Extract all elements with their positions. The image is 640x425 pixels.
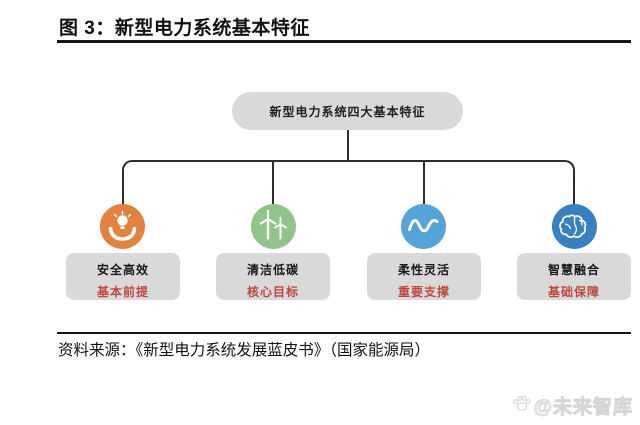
feature-box-clean-lowcarbon: 清洁低碳 核心目标: [216, 253, 330, 300]
feature-name: 清洁低碳: [246, 263, 299, 277]
watermark-text: @未来智库: [533, 397, 633, 419]
brain-icon: [552, 204, 597, 249]
hands-holding-bulb-icon: [100, 204, 145, 249]
source-divider: [57, 332, 631, 334]
wind-turbines-icon: [251, 204, 296, 249]
feature-role: 重要支撑: [397, 285, 450, 299]
paw-icon: [512, 393, 532, 418]
feature-box-smart-integration: 智慧融合 基础保障: [517, 253, 631, 300]
root-node: 新型电力系统四大基本特征: [232, 92, 463, 130]
root-node-label: 新型电力系统四大基本特征: [269, 104, 426, 119]
feature-role: 核心目标: [246, 285, 299, 299]
feature-box-flexible: 柔性灵活 重要支撑: [367, 253, 481, 300]
feature-name: 智慧融合: [547, 263, 600, 277]
sine-wave-icon: [401, 204, 446, 249]
feature-role: 基础保障: [547, 285, 600, 299]
source-text: 资料来源：《新型电力系统发展蓝皮书》（国家能源局）: [58, 342, 431, 359]
connector-root-stub: [347, 130, 349, 161]
feature-name: 柔性灵活: [397, 263, 450, 277]
connector-branch-frame: [122, 160, 575, 205]
connector-drop-3: [423, 160, 425, 205]
connector-drop-2: [272, 160, 274, 205]
figure-title: 图 3：新型电力系统基本特征: [59, 18, 310, 39]
title-divider: [57, 40, 631, 43]
watermark: @未来智库: [512, 392, 633, 419]
feature-box-safe-efficient: 安全高效 基本前提: [66, 253, 180, 300]
feature-name: 安全高效: [96, 263, 149, 277]
feature-role: 基本前提: [96, 285, 149, 299]
